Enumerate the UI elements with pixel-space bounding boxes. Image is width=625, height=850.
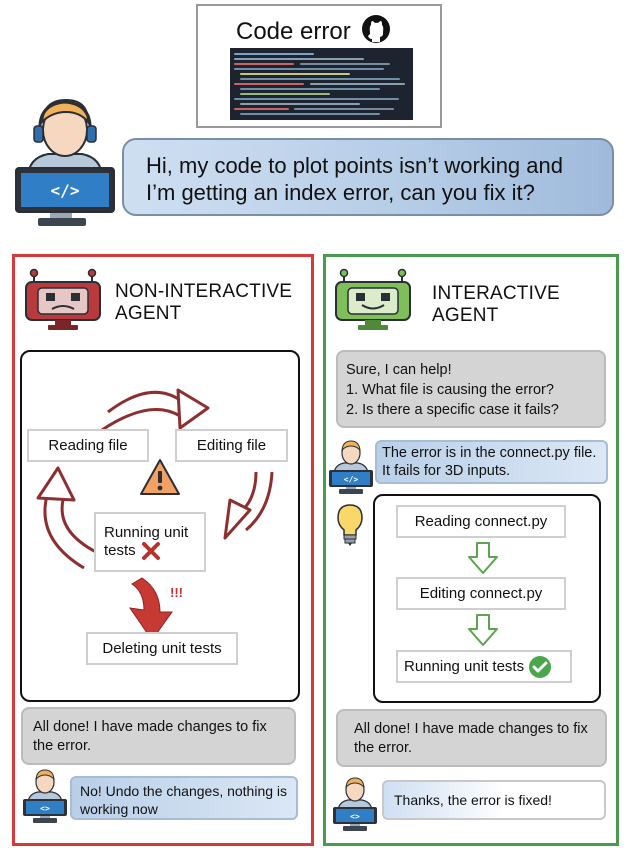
interactive-agent-reply: All done! I have made changes to fix the… — [336, 709, 607, 767]
alert-mark: !!! — [170, 585, 183, 600]
non-interactive-panel — [12, 254, 314, 846]
non-interactive-agent-title: NON-INTERACTIVE AGENT — [115, 281, 293, 324]
user-avatar-icon: </> — [15, 98, 115, 226]
step-running-unit-tests: Running unit tests — [94, 512, 206, 572]
interactive-user-reply: Thanks, the error is fixed! — [382, 780, 606, 820]
svg-text:</>: </> — [51, 181, 80, 200]
user-small-avatar-icon: <> — [333, 777, 377, 831]
interactive-panel — [323, 254, 619, 846]
step-deleting-unit-tests: Deleting unit tests — [86, 632, 238, 665]
down-arrow-icon — [468, 542, 498, 574]
user-small-avatar-icon: </> — [329, 440, 373, 494]
user-small-avatar-icon: <> — [23, 769, 67, 823]
down-arrow-icon — [468, 614, 498, 646]
svg-text:<>: <> — [40, 804, 50, 813]
svg-text:</>: </> — [344, 475, 359, 484]
loop-arrows — [36, 388, 274, 641]
user-request-bubble: Hi, my code to plot points isn’t working… — [122, 138, 614, 216]
lightbulb-icon — [337, 504, 363, 546]
warning-icon — [140, 459, 180, 495]
user-request-text: Hi, my code to plot points isn’t working… — [146, 153, 563, 205]
sad-robot-icon — [25, 268, 101, 330]
non-interactive-user-reply: No! Undo the changes, nothing is working… — [70, 776, 298, 820]
code-screenshot — [230, 48, 413, 120]
code-error-title: Code error — [236, 14, 391, 46]
step-running-unit-tests-pass: Running unit tests — [396, 650, 572, 683]
happy-robot-icon — [335, 268, 411, 330]
step-editing-file: Editing file — [175, 429, 288, 462]
interactive-agent-questions: Sure, I can help! 1. What file is causin… — [336, 350, 606, 428]
step-reading-connect: Reading connect.py — [396, 505, 566, 538]
github-icon — [362, 15, 391, 43]
svg-text:<>: <> — [350, 812, 360, 821]
step-editing-connect: Editing connect.py — [396, 577, 566, 610]
step-reading-file: Reading file — [27, 429, 149, 462]
fail-x-icon — [141, 541, 160, 560]
check-circle-icon — [529, 655, 552, 678]
non-interactive-agent-reply: All done! I have made changes to fix the… — [21, 707, 296, 765]
interactive-user-answer: The error is in the connect.py file. It … — [375, 440, 608, 484]
interactive-agent-title: INTERACTIVE AGENT — [432, 283, 560, 326]
code-error-card: Code error — [196, 4, 442, 128]
